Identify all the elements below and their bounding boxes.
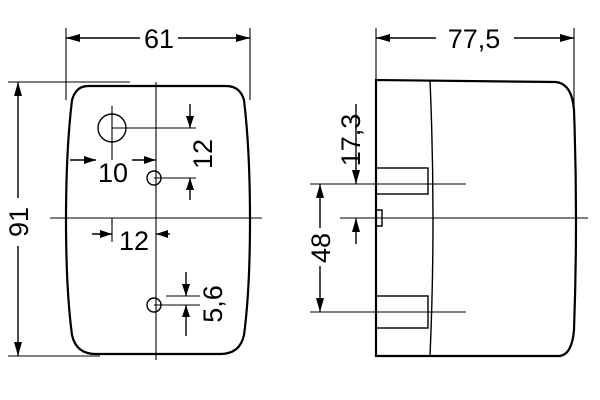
- dim-56-label: 5,6: [198, 285, 228, 323]
- side-view-outline: [374, 78, 578, 358]
- width-label: 61: [144, 24, 174, 54]
- depth-label: 77,5: [448, 24, 501, 54]
- dim-12h-arrow-left: [100, 230, 112, 238]
- dim-48-label: 48: [306, 233, 336, 263]
- height-label: 91: [4, 207, 34, 237]
- width-arrow-left: [66, 34, 80, 42]
- dim-10-label: 10: [98, 158, 128, 188]
- dim-12h-label: 12: [119, 226, 149, 256]
- side-view-seam: [429, 79, 434, 357]
- dim-12v-arrow-top: [186, 116, 194, 128]
- dim-10-arrow-left: [84, 156, 96, 164]
- height-arrow-bottom: [14, 342, 22, 356]
- dim-173-arrow-top: [352, 170, 360, 184]
- dim-56-arrow-bottom: [182, 305, 190, 317]
- depth-arrow-left: [376, 34, 390, 42]
- width-arrow-right: [236, 34, 250, 42]
- dim-56-arrow-top: [182, 284, 190, 296]
- front-view-outline: [64, 84, 252, 356]
- dim-10-arrow-right: [144, 156, 156, 164]
- dim-173-arrow-bottom: [352, 218, 360, 232]
- upper-mounting-stud: [375, 167, 429, 195]
- dim-12v-arrow-bottom: [186, 178, 194, 190]
- front-view: 61 91 10 12: [4, 24, 262, 360]
- side-view: 77,5 48 17,3: [306, 24, 588, 358]
- height-arrow-top: [14, 82, 22, 96]
- dim-173-label: 17,3: [336, 114, 366, 167]
- dim-48-arrow-top: [316, 184, 324, 198]
- dim-12v-label: 12: [188, 139, 218, 169]
- dim-48-arrow-bottom: [316, 298, 324, 312]
- depth-arrow-right: [560, 34, 574, 42]
- dim-12h-arrow-right: [156, 230, 168, 238]
